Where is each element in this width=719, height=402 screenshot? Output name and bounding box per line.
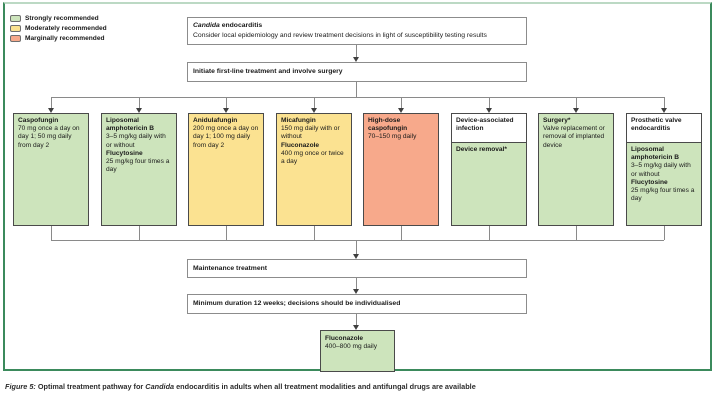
candida-italic: Candida	[193, 22, 220, 29]
drug-dose: 400–800 mg daily	[325, 343, 378, 351]
arrowhead-down	[352, 289, 359, 294]
device-associated-infection-box: Device-associated infection Device remov…	[451, 113, 527, 226]
connector-line	[356, 278, 357, 289]
connector-line	[139, 97, 140, 108]
minimum-duration-label: Minimum duration 12 weeks; decisions sho…	[193, 300, 401, 308]
candida-endocarditis-title: Candida endocarditis	[193, 21, 521, 31]
arrowhead-down	[135, 108, 142, 113]
arrowhead-down	[397, 108, 404, 113]
candida-endocarditis-subtitle: Consider local epidemiology and review t…	[193, 31, 487, 39]
legend-label: Moderately recommended	[25, 24, 107, 32]
maintenance-treatment-box: Maintenance treatment	[187, 259, 527, 278]
drug-dose: 70 mg once a day on day 1; 50 mg daily f…	[18, 125, 80, 149]
connector-line	[356, 82, 357, 97]
drug-name: Anidulafungin	[193, 117, 238, 124]
figure-number: Figure 5:	[5, 382, 36, 391]
legend-item-marginally: Marginally recommended	[10, 33, 107, 43]
liposomal-amphotericin-box: Liposomal amphotericin B 3–5 mg/kg daily…	[101, 113, 177, 226]
drug-dose: 400 mg once or twice a day	[281, 149, 344, 166]
prosthetic-valve-endocarditis-box: Prosthetic valve endocarditis Liposomal …	[626, 113, 702, 226]
connector-line	[314, 226, 315, 240]
connector-line	[576, 97, 577, 108]
figure-caption: Figure 5: Optimal treatment pathway for …	[5, 382, 715, 391]
drug-dose: 3–5 mg/kg daily with or without	[631, 162, 691, 178]
arrowhead-down	[572, 108, 579, 113]
legend-item-moderately: Moderately recommended	[10, 23, 107, 33]
device-removal-section: Device removal*	[452, 143, 526, 225]
connector-line	[356, 314, 357, 325]
drug-dose: 200 mg once a day on day 1; 100 mg daily…	[193, 125, 259, 149]
surgery-detail: Valve replacement or removal of implante…	[543, 125, 605, 149]
arrowhead-down	[310, 108, 317, 113]
legend: Strongly recommended Moderately recommen…	[10, 13, 107, 43]
arrowhead-down	[660, 108, 667, 113]
caption-text: Optimal treatment pathway for	[35, 382, 146, 391]
connector-line	[489, 226, 490, 240]
drug-dose: 25 mg/kg four times a day	[631, 187, 695, 203]
connector-line	[356, 45, 357, 57]
maintenance-treatment-label: Maintenance treatment	[193, 264, 268, 272]
connector-line	[51, 97, 664, 98]
initiate-treatment-label: Initiate first-line treatment and involv…	[193, 68, 343, 76]
drug-name: Micafungin	[281, 117, 316, 124]
connector-line	[664, 226, 665, 240]
minimum-duration-box: Minimum duration 12 weeks; decisions sho…	[187, 294, 527, 314]
device-removal-label: Device removal*	[456, 146, 507, 153]
drug-dose: 3–5 mg/kg daily with or without	[106, 133, 166, 149]
candida-endocarditis-box: Candida endocarditis Consider local epid…	[187, 17, 527, 45]
surgery-box: Surgery* Valve replacement or removal of…	[538, 113, 614, 226]
drug-dose: 25 mg/kg four times a day	[106, 158, 170, 174]
micafungin-box: Micafungin 150 mg daily with or without …	[276, 113, 352, 226]
arrowhead-down	[352, 254, 359, 259]
connector-line	[356, 240, 357, 254]
fluconazole-box: Fluconazole 400–800 mg daily	[320, 330, 395, 372]
initiate-treatment-box: Initiate first-line treatment and involv…	[187, 62, 527, 82]
drug-name: High-dose caspofungin	[368, 117, 408, 133]
surgery-label: Surgery*	[543, 117, 571, 124]
connector-line	[401, 226, 402, 240]
connector-line	[51, 97, 52, 108]
connector-line	[401, 97, 402, 108]
arrowhead-down	[352, 325, 359, 330]
device-associated-infection-header: Device-associated infection	[452, 114, 526, 143]
connector-line	[489, 97, 490, 108]
anidulafungin-box: Anidulafungin 200 mg once a day on day 1…	[188, 113, 264, 226]
drug-name: Flucytosine	[631, 178, 668, 186]
caption-candida-italic: Candida	[145, 382, 175, 391]
arrowhead-down	[222, 108, 229, 113]
connector-line	[664, 97, 665, 108]
connector-line	[51, 240, 664, 241]
arrowhead-down	[352, 57, 359, 62]
legend-item-strongly: Strongly recommended	[10, 13, 107, 23]
drug-name: Liposomal amphotericin B	[106, 117, 154, 133]
connector-line	[226, 226, 227, 240]
moderately-recommended-swatch-icon	[10, 24, 21, 32]
arrowhead-down	[485, 108, 492, 113]
strongly-recommended-swatch-icon	[10, 14, 21, 22]
marginally-recommended-swatch-icon	[10, 34, 21, 42]
endocarditis-text: endocarditis	[219, 22, 263, 29]
drug-name: Fluconazole	[281, 141, 320, 149]
caspofungin-box: Caspofungin 70 mg once a day on day 1; 5…	[13, 113, 89, 226]
high-dose-caspofungin-box: High-dose caspofungin 70–150 mg daily	[363, 113, 439, 226]
prosthetic-valve-treatment-section: Liposomal amphotericin B 3–5 mg/kg daily…	[627, 143, 701, 225]
drug-dose: 150 mg daily with or without	[281, 125, 340, 141]
connector-line	[51, 226, 52, 240]
connector-line	[576, 226, 577, 240]
connector-line	[314, 97, 315, 108]
legend-label: Marginally recommended	[25, 34, 105, 42]
caption-text: endocarditis in adults when all treatmen…	[174, 382, 476, 391]
drug-dose: 70–150 mg daily	[368, 133, 417, 141]
prosthetic-valve-header: Prosthetic valve endocarditis	[627, 114, 701, 143]
arrowhead-down	[47, 108, 54, 113]
drug-name: Flucytosine	[106, 149, 143, 157]
drug-name: Liposomal amphotericin B	[631, 146, 679, 162]
connector-line	[139, 226, 140, 240]
connector-line	[226, 97, 227, 108]
legend-label: Strongly recommended	[25, 14, 99, 22]
drug-name: Caspofungin	[18, 117, 59, 124]
drug-name: Fluconazole	[325, 335, 364, 342]
